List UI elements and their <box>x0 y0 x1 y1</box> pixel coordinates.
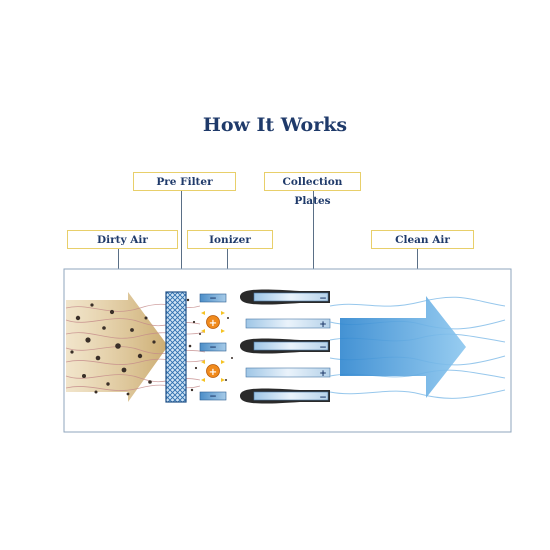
plate-minus-symbol-1: − <box>319 294 327 304</box>
collection-plates-label: Collection Plates <box>264 172 361 207</box>
ionizer-minus-symbol-2: − <box>209 343 217 353</box>
dirt-particles <box>70 298 233 396</box>
pre-filter-mesh <box>165 291 187 403</box>
pre-filter-leader <box>181 191 182 269</box>
ionizer-wires <box>201 311 225 382</box>
collection-plates-negative <box>240 289 330 404</box>
plate-minus-symbol-3: − <box>319 393 327 403</box>
ionizer-minus-symbol-1: − <box>209 294 217 304</box>
ionizer-label: Ionizer <box>187 230 273 249</box>
plate-minus-symbol-2: − <box>319 343 327 353</box>
ion-plus-symbol-1: + <box>209 318 217 329</box>
plate-plus-symbol-2: + <box>319 369 327 379</box>
ionizer-plates <box>199 293 227 401</box>
clean-air-label: Clean Air <box>371 230 474 249</box>
diagram-title: How It Works <box>202 114 348 136</box>
collection-plates-leader <box>313 191 314 269</box>
clean-air-leader <box>417 249 418 269</box>
ion-plus-symbol-2: + <box>209 367 217 378</box>
dirty-air-leader <box>118 249 119 269</box>
clean-air-arrow <box>340 296 466 398</box>
ionizer-leader <box>227 249 228 269</box>
dirty-air-label: Dirty Air <box>67 230 178 249</box>
plate-plus-symbol-1: + <box>319 320 327 330</box>
pre-filter-label: Pre Filter <box>133 172 236 191</box>
ionizer-minus-symbol-3: − <box>209 392 217 402</box>
collection-plates-positive <box>245 318 331 378</box>
